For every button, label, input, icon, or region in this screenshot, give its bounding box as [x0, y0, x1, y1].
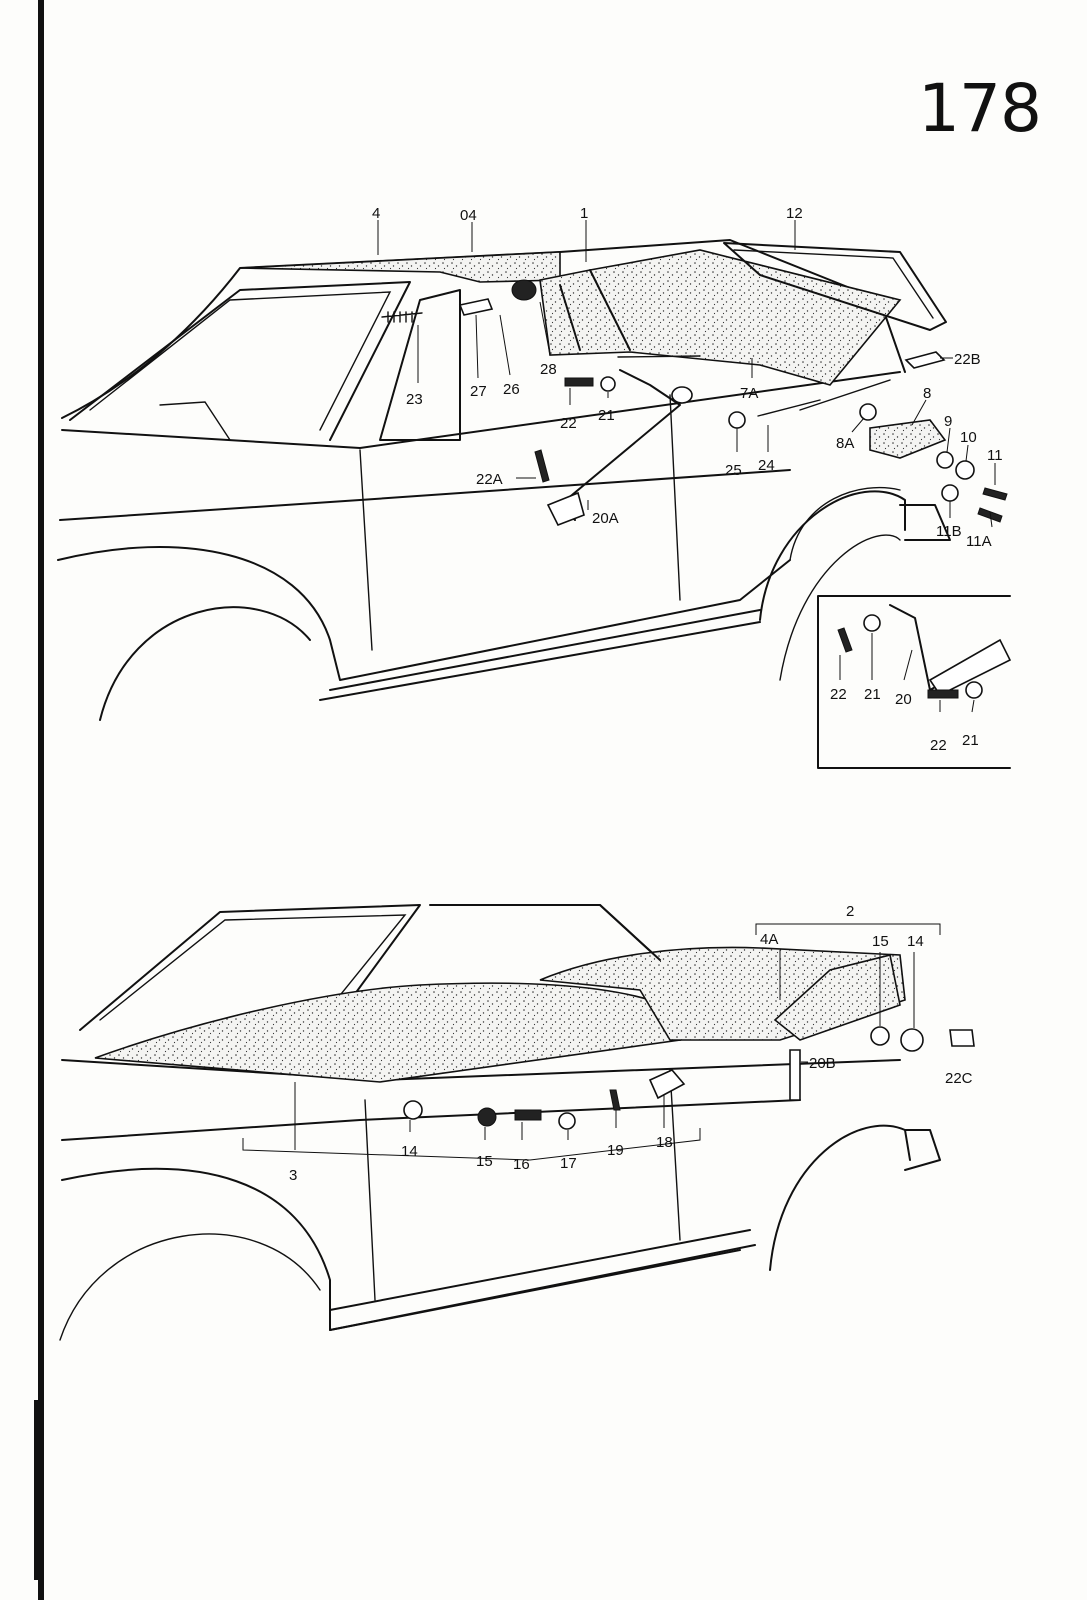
callout-24: 24 [758, 457, 775, 474]
inset-callout-21: 21 [864, 686, 881, 703]
callout-28: 28 [540, 361, 557, 378]
nut-25 [728, 411, 746, 429]
callouts-top: 4 04 1 12 22B 8 9 10 11 11A 11B 8A 7A [372, 205, 1003, 550]
callout-8A: 8A [836, 435, 854, 452]
top-bag-4A [773, 954, 901, 1041]
callout-2: 2 [846, 903, 854, 920]
strap-20B [789, 1049, 801, 1101]
grommet-15 [477, 1107, 497, 1127]
inset-callout-22: 22 [830, 686, 847, 703]
inset-callout-22b: 22 [930, 737, 947, 754]
screw-16 [514, 1109, 542, 1121]
screw-19 [609, 1089, 621, 1111]
inset-callout-20: 20 [895, 691, 912, 708]
callout-8: 8 [923, 385, 931, 402]
callout-22: 22 [560, 415, 577, 432]
bracket-8 [869, 419, 947, 459]
bolt-22 [564, 377, 594, 387]
bottom-view-car [59, 904, 975, 1341]
callout-9: 9 [944, 413, 952, 430]
callouts-inset: 22 21 20 22 21 [830, 633, 979, 754]
callout-14: 14 [401, 1143, 418, 1160]
rear-window-frame [723, 242, 947, 331]
page-number: 178 [918, 70, 1042, 147]
callout-17: 17 [560, 1155, 577, 1172]
cable-24 [757, 399, 821, 417]
washer-21 [600, 376, 616, 392]
callouts-bottom: 2 4A 15 14 22C 20B 18 19 17 16 15 14 3 [289, 903, 973, 1184]
callout-22B: 22B [954, 351, 981, 368]
part-27 [458, 298, 494, 316]
tonneau-cover [94, 982, 682, 1083]
callout-19: 19 [607, 1142, 624, 1159]
callout-20B: 20B [809, 1055, 836, 1072]
roof-rear-panel [539, 249, 902, 386]
callout-26: 26 [503, 381, 520, 398]
part-23-spring [381, 311, 423, 323]
screw-11 [982, 487, 1008, 501]
screw-22A [534, 449, 550, 483]
grommet-15b [870, 1026, 890, 1046]
callout-4A: 4A [760, 931, 778, 948]
callout-20A: 20A [592, 510, 619, 527]
inset-callout-21b: 21 [962, 732, 979, 749]
callout-16: 16 [513, 1156, 530, 1173]
callout-1: 1 [580, 205, 588, 222]
callout-25: 25 [725, 462, 742, 479]
callout-12: 12 [786, 205, 803, 222]
binding-edge [38, 0, 44, 1600]
roll-bar [439, 904, 661, 961]
roof-front-panel [239, 251, 561, 283]
callout-22A: 22A [476, 471, 503, 488]
callout-18: 18 [656, 1134, 673, 1151]
callout-27: 27 [470, 383, 487, 400]
inset-detail [817, 595, 1012, 769]
clip-22B [904, 351, 946, 369]
callout-21: 21 [598, 407, 615, 424]
spacer-10 [955, 460, 975, 480]
callout-22C: 22C [945, 1070, 973, 1087]
callout-10: 10 [960, 429, 977, 446]
washer-9 [936, 451, 954, 469]
washer-11B [941, 484, 959, 502]
callout-11B: 11B [936, 523, 962, 540]
callout-15: 15 [476, 1153, 493, 1170]
callout-4: 4 [372, 205, 380, 222]
stud-14 [403, 1100, 423, 1120]
binding-edge-shadow [34, 1400, 44, 1580]
callout-15-top: 15 [872, 933, 889, 950]
bracket-18 [648, 1069, 686, 1100]
washer-8A [859, 403, 877, 421]
callout-11A: 11A [966, 533, 992, 550]
callout-7A: 7A [740, 385, 758, 402]
callout-14-top: 14 [907, 933, 924, 950]
callout-3: 3 [289, 1167, 297, 1184]
washer-17 [558, 1112, 576, 1130]
cap-14b [900, 1028, 924, 1052]
part-28 [511, 279, 537, 301]
top-view-car [57, 239, 1008, 721]
clip-22C [949, 1029, 975, 1047]
callout-11: 11 [987, 447, 1003, 464]
callout-04: 04 [460, 207, 477, 224]
callout-23: 23 [406, 391, 423, 408]
